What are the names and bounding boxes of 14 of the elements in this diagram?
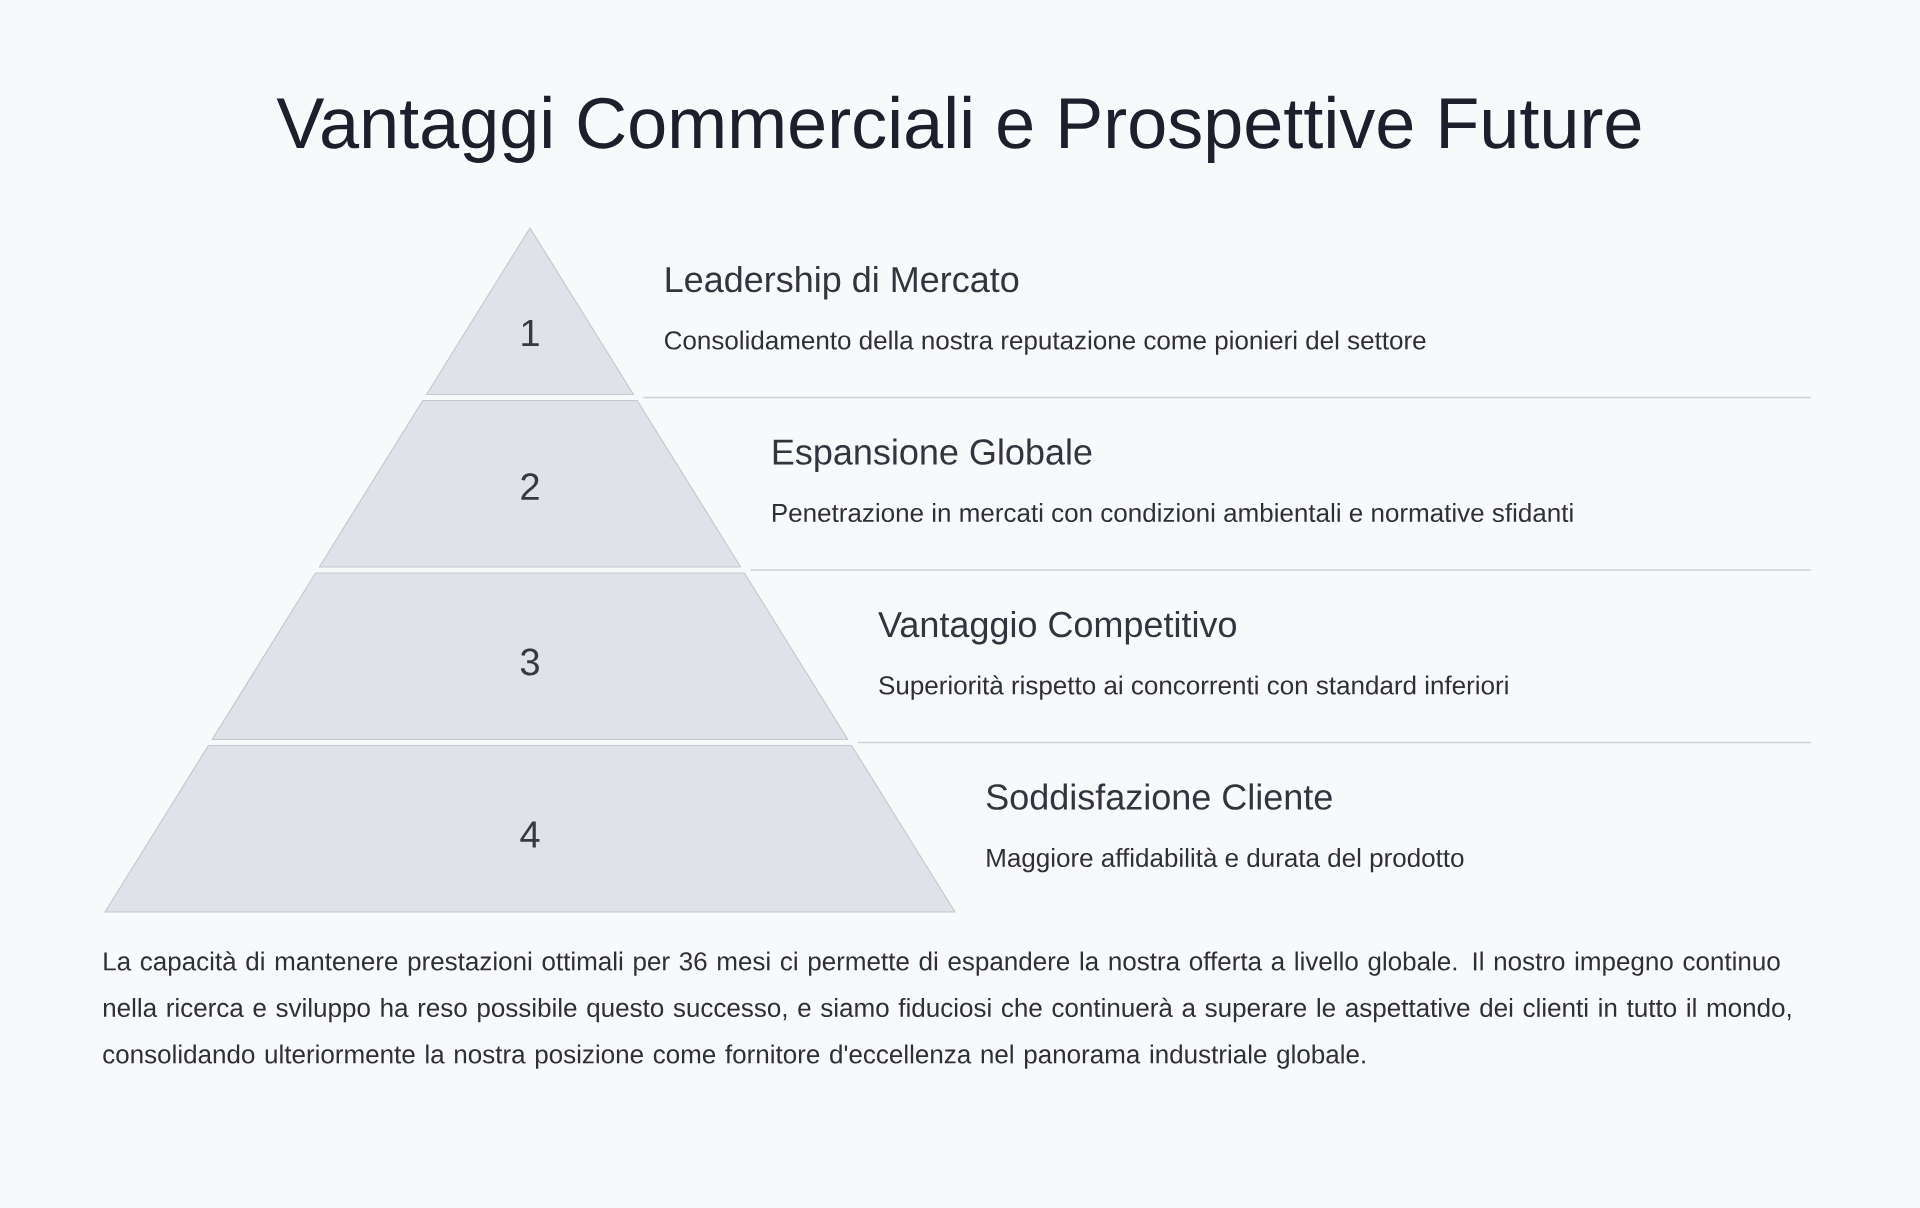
- tier-description: Consolidamento della nostra reputazione come pionieri del settore: [665, 330, 1426, 355]
- pyramid-tier: 4: [104, 744, 956, 913]
- tier-heading: Leadership di Mercato: [666, 265, 1019, 300]
- pyramid-tier: 2: [318, 399, 742, 568]
- tier-description: Superiorità rispetto ai concorrenti con standard inferiori: [879, 675, 1508, 700]
- tier-heading: Espansione Globale: [773, 438, 1092, 472]
- tier-heading: Vantaggio Competitivo: [878, 610, 1236, 645]
- pyramid-tier: 3: [211, 572, 849, 741]
- tier-description: Maggiore affidabilità e durata del prodotto: [987, 847, 1464, 873]
- pyramid-tier: 1: [425, 227, 635, 396]
- paragraph: La capacità di mantenere prestazioni ottimali per 36 mesi ci permette di espandere la nostra offerta a livello globale. Il nostro impegno continuo nella ricerca e sviluppo ha reso possibile questo successo, e siamo fiduciosi che continuerà a superare le aspettative dei clienti in tutto il mondo, consolidando ulteriormente la nostra posizione come fornitore d'eccellenza nel panorama industriale globale.: [103, 951, 1791, 1069]
- tier-heading: Soddisfazione Cliente: [986, 783, 1332, 810]
- title: Vantaggi Commerciali e Prospettive Future: [276, 95, 1641, 163]
- tier-description: Penetrazione in mercati con condizioni ambientali e normative sfidanti: [773, 503, 1573, 523]
